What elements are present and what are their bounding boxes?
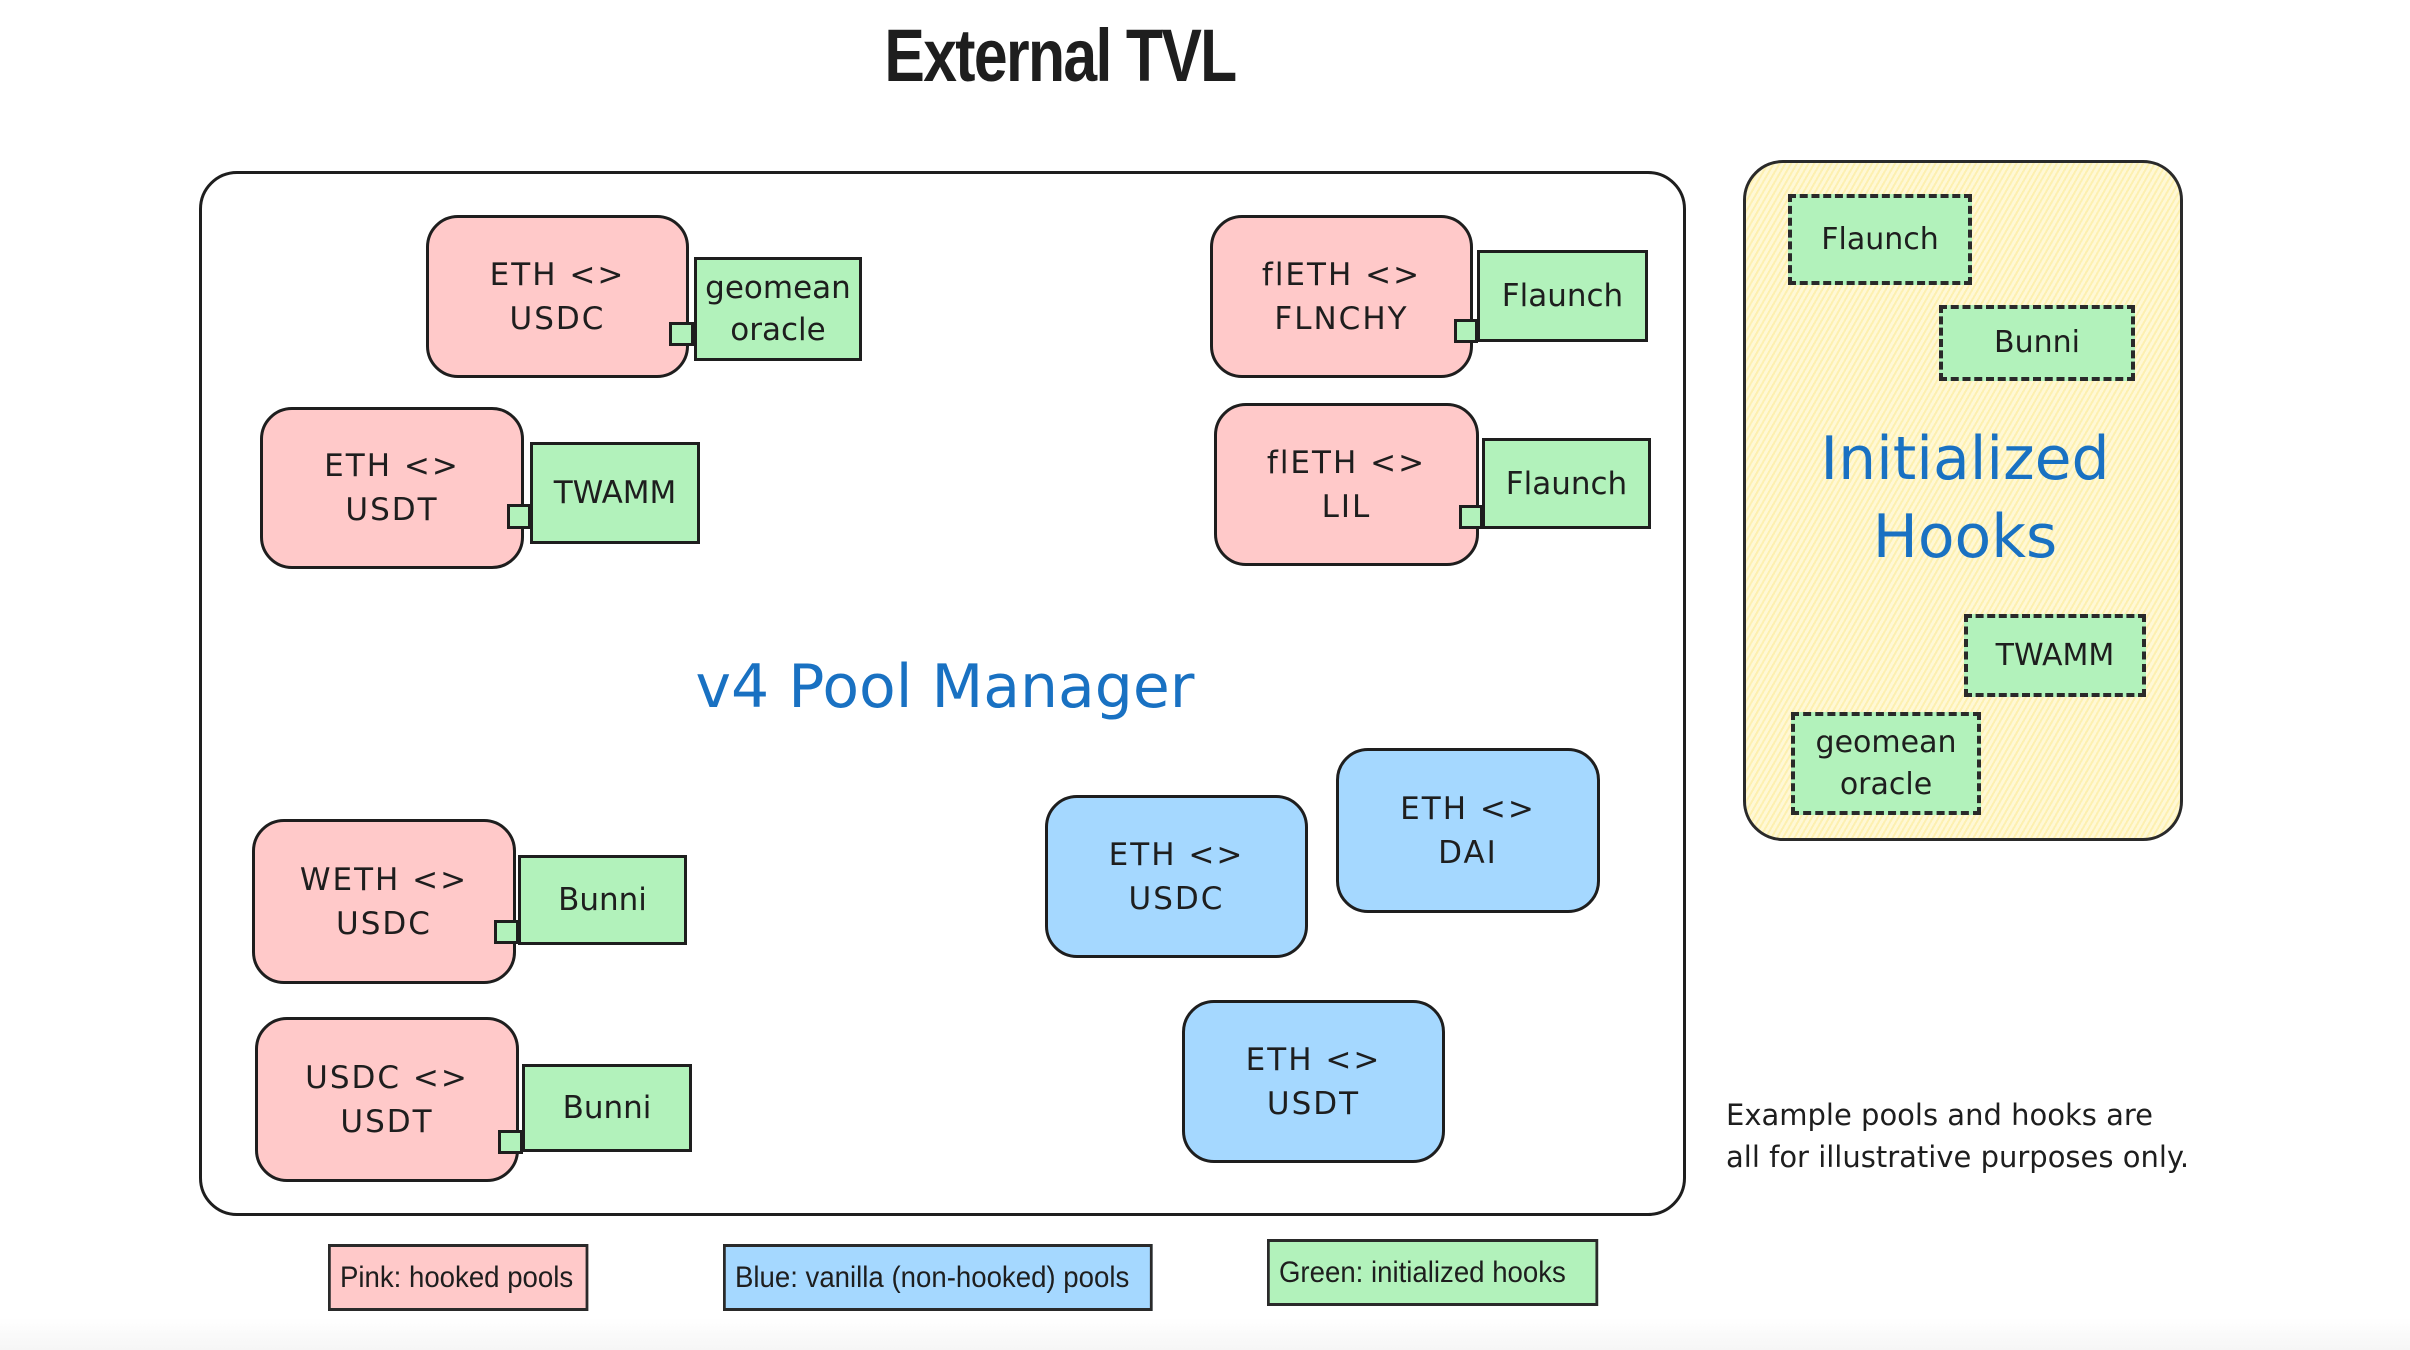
pool-token-a: ETH <> — [1245, 1041, 1382, 1078]
initialized-hook[interactable]: Flaunch — [1788, 194, 1972, 285]
legend-label: Green: initialized hooks — [1278, 1255, 1566, 1289]
hook-box[interactable]: geomean oracle — [694, 257, 862, 361]
page-title: External TVL — [884, 14, 1237, 97]
pool-token-b: USDC — [509, 300, 606, 337]
initialized-hooks-label-line1: Initialized — [1820, 424, 2110, 494]
legend-label: Blue: vanilla (non-hooked) pools — [734, 1260, 1130, 1294]
hook-label: geomean — [705, 270, 851, 306]
hook-box[interactable]: Flaunch — [1482, 438, 1651, 529]
initialized-hook[interactable]: geomean oracle — [1791, 712, 1981, 815]
hook-box[interactable]: Flaunch — [1477, 250, 1648, 342]
hook-label: Flaunch — [1501, 278, 1624, 314]
hooked-pool[interactable]: ETH <> USDT — [260, 407, 524, 569]
hook-label: oracle — [1839, 766, 1933, 802]
pool-token-a: ETH <> — [489, 256, 626, 293]
hook-label: Bunni — [558, 882, 647, 918]
pool-token-a: ETH <> — [324, 448, 460, 484]
pool-token-a: ETH <> — [1108, 836, 1245, 873]
vanilla-pool[interactable]: ETH <> DAI — [1336, 748, 1600, 913]
pool-manager-label: v4 Pool Manager — [695, 652, 1195, 722]
legend-item-pink: Pink: hooked pools — [328, 1244, 589, 1311]
vanilla-pool[interactable]: ETH <> USDT — [1182, 1000, 1445, 1163]
hooked-pool[interactable]: WETH <> USDC — [252, 819, 516, 984]
initialized-hooks-label-line2: Hooks — [1872, 502, 2058, 572]
note-line1: Example pools and hooks are — [1726, 1098, 2153, 1132]
hook-connector — [498, 1130, 523, 1154]
hooked-pool[interactable]: ETH <> USDC — [426, 215, 689, 378]
pool-token-b: LIL — [1321, 488, 1372, 525]
note-line2: all for illustrative purposes only. — [1726, 1140, 2190, 1174]
pool-token-a: flETH <> — [1266, 444, 1427, 481]
legend-item-green: Green: initialized hooks — [1267, 1239, 1599, 1306]
vanilla-pool[interactable]: ETH <> USDC — [1045, 795, 1308, 958]
legend-label: Pink: hooked pools — [339, 1260, 574, 1294]
hooked-pool[interactable]: USDC <> USDT — [255, 1017, 519, 1182]
initialized-hook[interactable]: Bunni — [1939, 305, 2135, 381]
hook-connector — [1459, 505, 1483, 529]
initialized-hooks-label: Initialized Hooks — [1760, 420, 2170, 576]
hooked-pool[interactable]: flETH <> FLNCHY — [1210, 215, 1473, 378]
pool-token-a: ETH <> — [1400, 790, 1536, 827]
hook-label: TWAMM — [1995, 637, 2115, 673]
pool-token-a: flETH <> — [1261, 256, 1422, 293]
pool-token-b: FLNCHY — [1274, 300, 1409, 337]
legend-item-blue: Blue: vanilla (non-hooked) pools — [723, 1244, 1153, 1311]
hook-connector — [669, 322, 694, 346]
pool-token-b: USDC — [1128, 880, 1225, 917]
disclaimer-note: Example pools and hooks are all for illu… — [1726, 1094, 2366, 1178]
hook-connector — [507, 504, 531, 529]
hook-label: TWAMM — [553, 475, 677, 511]
pool-token-a: WETH <> — [299, 861, 469, 898]
hook-box[interactable]: Bunni — [518, 855, 687, 945]
pool-token-b: USDC — [336, 905, 432, 942]
initialized-hook[interactable]: TWAMM — [1964, 614, 2146, 697]
hook-connector — [1454, 319, 1478, 343]
hook-label: Bunni — [562, 1090, 652, 1126]
hook-label: Bunni — [1994, 325, 2080, 360]
hooked-pool[interactable]: flETH <> LIL — [1214, 403, 1479, 566]
hook-box[interactable]: TWAMM — [530, 442, 700, 544]
hook-label: Flaunch — [1821, 221, 1939, 257]
pool-token-b: USDT — [340, 1103, 434, 1140]
pool-token-b: DAI — [1438, 834, 1498, 871]
hook-box[interactable]: Bunni — [522, 1064, 692, 1152]
pool-token-b: USDT — [345, 492, 439, 528]
hook-label: oracle — [730, 312, 826, 348]
hook-label: Flaunch — [1505, 465, 1628, 502]
bottom-shadow — [0, 1318, 2410, 1350]
pool-token-a: USDC <> — [305, 1059, 469, 1096]
pool-token-b: USDT — [1266, 1085, 1361, 1122]
hook-label: geomean — [1815, 724, 1957, 760]
hook-connector — [494, 920, 519, 944]
